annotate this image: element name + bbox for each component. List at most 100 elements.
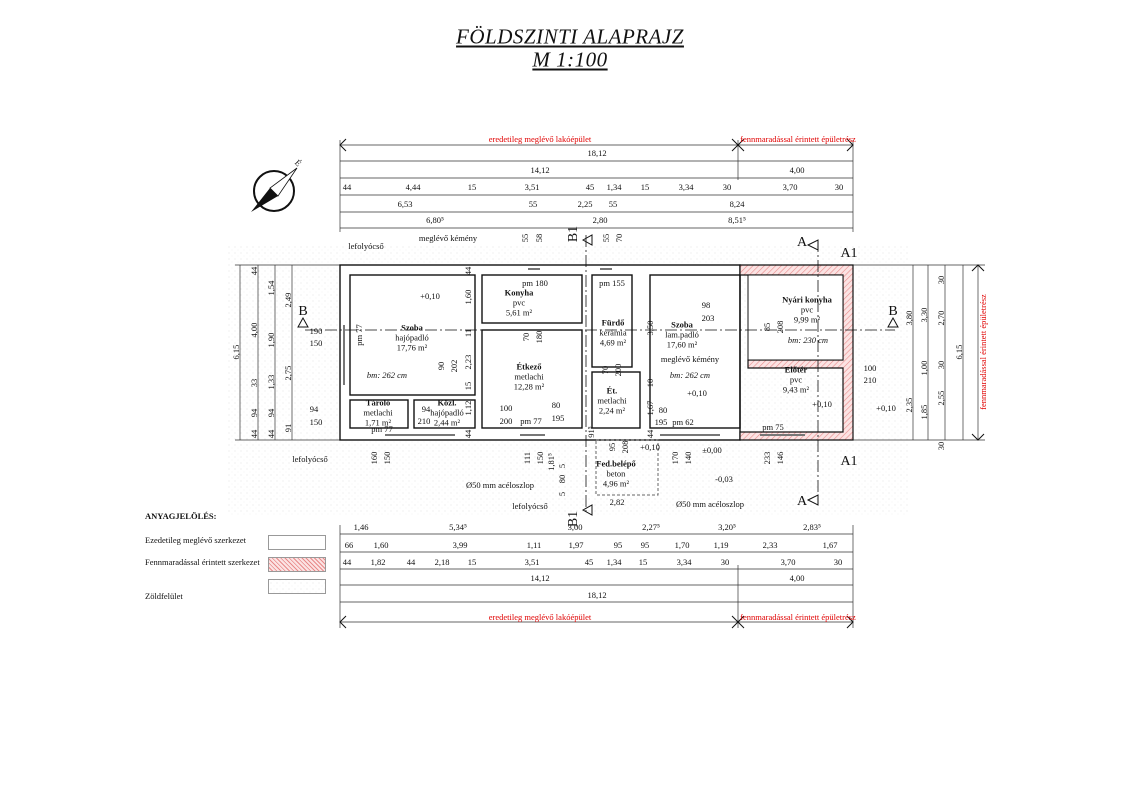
dim: 1,67 xyxy=(644,400,655,416)
dim: 33 xyxy=(248,378,259,388)
dim: 30 xyxy=(935,275,946,285)
dim: 55 xyxy=(519,233,530,243)
dim: 2,55 xyxy=(935,390,946,406)
dim: 94 xyxy=(265,408,276,418)
dim: 1,34 xyxy=(606,181,622,192)
dim: 1,60 xyxy=(462,289,473,305)
dim: 2,80 xyxy=(592,214,608,225)
dim: 14,12 xyxy=(530,572,550,583)
dim: 100 xyxy=(863,362,877,373)
dim: 44 xyxy=(406,556,416,567)
windows xyxy=(343,268,805,436)
level-mark: -0,03 xyxy=(715,473,733,484)
dim: 208 xyxy=(619,440,630,454)
dim: 1,70 xyxy=(674,539,690,550)
dim: 80 xyxy=(556,474,567,484)
section-b-label: B xyxy=(888,304,898,319)
dim: 150 xyxy=(309,337,323,348)
dim: 1,34 xyxy=(606,556,622,567)
affected-part-label: fennmaradással érintett épületrész xyxy=(740,611,856,622)
dim: 1,82 xyxy=(370,556,386,567)
dim: 2,82 xyxy=(609,496,625,507)
dim: 195 xyxy=(654,416,668,427)
affected-part-label: fennmaradással érintett épületrész xyxy=(740,133,856,144)
legend-label: Zöldfelület xyxy=(145,591,183,601)
dim: 111 xyxy=(521,451,532,465)
dim: 150 xyxy=(534,451,545,465)
level-mark: +0,10 xyxy=(812,398,832,409)
dim: 91 xyxy=(282,423,293,433)
sill-height: pm 155 xyxy=(599,277,625,288)
dim: 58 xyxy=(533,233,544,243)
dim: 208 xyxy=(774,320,785,334)
dim: 2,49 xyxy=(282,292,293,308)
dim: 3,30 xyxy=(918,307,929,323)
dim: 1,19 xyxy=(713,539,729,550)
chimney-label: meglévő kémény xyxy=(418,232,478,243)
dim: 6,80⁵ xyxy=(426,214,444,225)
dim: 14,12 xyxy=(530,164,550,175)
dim: 100 xyxy=(499,402,513,413)
dim: 66 xyxy=(344,539,354,550)
dim: 30 xyxy=(935,441,946,451)
dim: 3,34 xyxy=(678,181,694,192)
dim: 1,67 xyxy=(822,539,838,550)
dim: 44 xyxy=(248,429,259,439)
section-a-label: A xyxy=(796,494,808,509)
dim: 2,75 xyxy=(282,365,293,381)
section-b1-label: B1 xyxy=(566,225,581,243)
dim: 15 xyxy=(467,181,477,192)
dim: 233 xyxy=(761,451,772,465)
dim: 1,60 xyxy=(373,539,389,550)
dim: 3,20⁵ xyxy=(718,521,736,532)
affected-part-label: fennmaradással érintett épületrész xyxy=(977,294,988,410)
dim: 4,44 xyxy=(405,181,421,192)
drawing-title: FÖLDSZINTI ALAPRAJZ xyxy=(456,24,684,49)
level-mark: +0,10 xyxy=(420,290,440,301)
dim: 140 xyxy=(682,451,693,465)
dim: 1,11 xyxy=(526,539,542,550)
dim: 1,33 xyxy=(265,374,276,390)
sill-height: pm 77 xyxy=(353,324,364,346)
dim: 55 xyxy=(608,198,618,209)
dim: 85 xyxy=(761,322,772,332)
dim: 11 xyxy=(462,328,473,338)
dim: 15 xyxy=(638,556,648,567)
sill-height: pm 62 xyxy=(672,416,694,427)
legend-label: Ezedetileg meglévő szerkezet xyxy=(145,535,246,545)
dim: 210 xyxy=(863,374,877,385)
level-mark: +0,10 xyxy=(687,387,707,398)
section-a1-label: A1 xyxy=(840,454,858,469)
legend-swatch-affected xyxy=(268,557,326,572)
dim: 30 xyxy=(722,181,732,192)
chimney-label: meglévő kémény xyxy=(660,353,720,364)
dim: 70 xyxy=(520,332,531,342)
dim: 3,70 xyxy=(782,181,798,192)
dim: 3,34 xyxy=(676,556,692,567)
legend-label: Fennmaradással érintett szerkezet xyxy=(145,557,260,567)
dim: 70 xyxy=(599,365,610,375)
dim: 190 xyxy=(309,325,323,336)
dim: 95 xyxy=(606,442,617,452)
downpipe-label: lefolyócső xyxy=(512,500,548,511)
dim: 15 xyxy=(640,181,650,192)
dim: 80 xyxy=(658,404,668,415)
dim: 3,80 xyxy=(903,310,914,326)
dim: 5 xyxy=(556,491,567,497)
dim: 2,35 xyxy=(903,397,914,413)
drawing-scale: M 1:100 xyxy=(532,47,608,72)
dim: 3,50 xyxy=(644,320,655,336)
dim: 1,12 xyxy=(462,400,473,416)
existing-building-label: eredetileg meglévő lakóépület xyxy=(488,611,592,622)
dim: 1,97 xyxy=(568,539,584,550)
dim: 2,27⁵ xyxy=(642,521,660,532)
legend-swatch-existing xyxy=(268,535,326,550)
top-dimension-lines xyxy=(235,140,985,628)
existing-building-walls xyxy=(339,264,741,441)
